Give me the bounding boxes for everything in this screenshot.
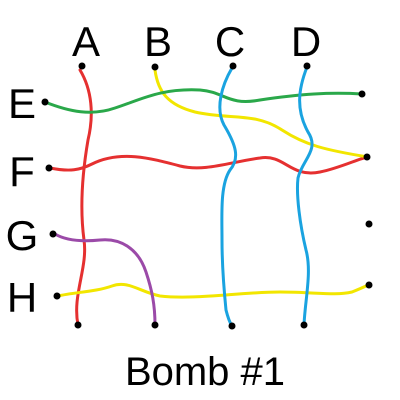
terminal-d-bottom[interactable] <box>300 321 308 329</box>
terminal-c-top[interactable] <box>229 62 237 70</box>
terminal-e-left[interactable] <box>41 98 49 106</box>
column-label-c: C <box>215 18 245 65</box>
row-label-h: H <box>7 274 37 321</box>
column-label-a: A <box>72 18 100 65</box>
wire-green-e[interactable] <box>43 88 364 114</box>
column-label-b: B <box>144 18 172 65</box>
row-label-g: G <box>6 212 39 259</box>
terminal-b-top[interactable] <box>151 63 159 71</box>
terminal-h-left[interactable] <box>53 292 61 300</box>
wire-blue-d[interactable] <box>296 65 314 327</box>
bomb-title: Bomb #1 <box>125 350 285 394</box>
terminal-g-right[interactable] <box>365 220 373 228</box>
terminal-a-bottom[interactable] <box>74 321 82 329</box>
terminal-f-left[interactable] <box>45 164 53 172</box>
terminal-c-bottom[interactable] <box>228 322 236 330</box>
terminal-f-right[interactable] <box>363 153 371 161</box>
wire-yellow-h[interactable] <box>56 282 370 299</box>
row-label-e: E <box>8 80 36 127</box>
wire-blue-c[interactable] <box>218 66 238 328</box>
wire-purple-g[interactable] <box>53 232 157 327</box>
wire-red-f[interactable] <box>48 154 370 175</box>
terminal-a-top[interactable] <box>78 62 86 70</box>
wire-red-a[interactable] <box>75 68 93 327</box>
column-label-d: D <box>291 18 321 65</box>
terminal-g-left[interactable] <box>49 230 57 238</box>
terminal-b-bottom[interactable] <box>151 321 159 329</box>
terminal-d-top[interactable] <box>303 62 311 70</box>
row-label-f: F <box>9 148 35 195</box>
terminal-e-right[interactable] <box>358 90 366 98</box>
wire-yellow-b[interactable] <box>153 68 370 159</box>
terminal-h-right[interactable] <box>365 281 373 289</box>
